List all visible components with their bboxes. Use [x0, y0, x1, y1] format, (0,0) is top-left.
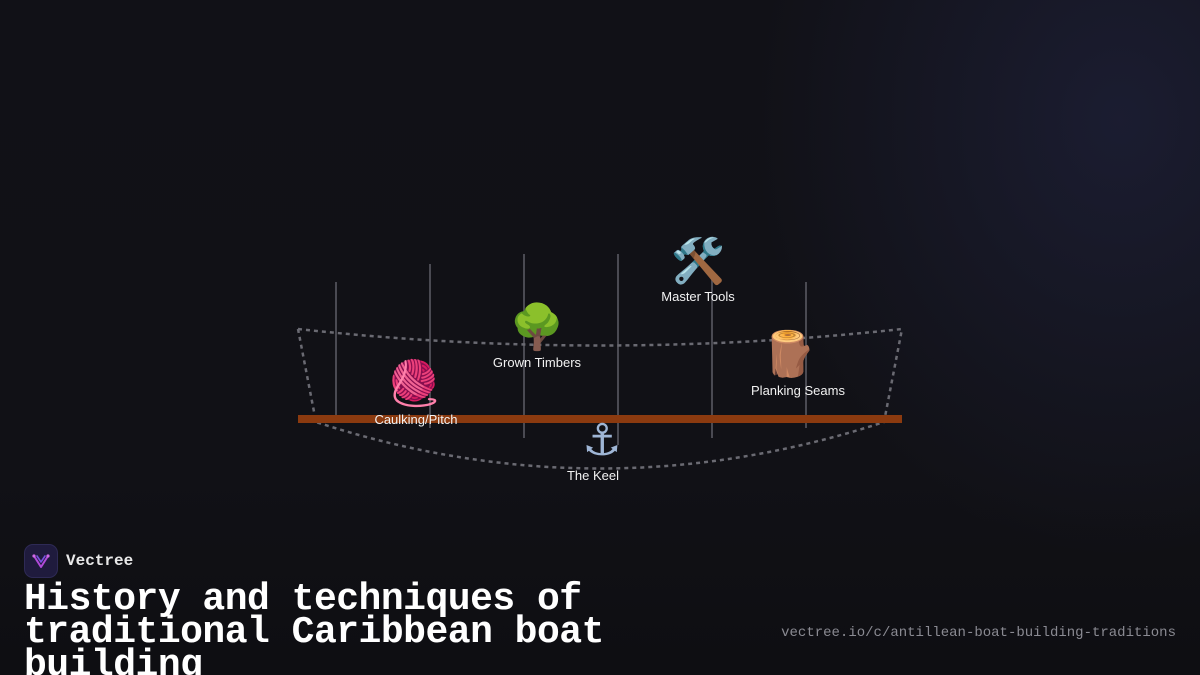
node-label: Caulking/Pitch: [374, 412, 457, 427]
hull-ribs: [335, 254, 807, 445]
tree-icon: 🌳: [510, 300, 565, 353]
node-grown-timbers: 🌳 Grown Timbers: [493, 300, 582, 370]
gunwale-line: [297, 327, 903, 347]
node-label: The Keel: [567, 468, 619, 483]
brand-name: Vectree: [66, 552, 134, 570]
anchor-icon: ⚓: [582, 415, 621, 466]
node-caulking-pitch: 🧶 Caulking/Pitch: [374, 358, 457, 427]
brand: Vectree: [24, 544, 133, 578]
hull-bottom-line: [296, 328, 904, 470]
keel-beam: [298, 415, 902, 423]
node-the-keel: ⚓ The Keel: [567, 415, 622, 483]
hull-outline: [296, 327, 904, 470]
node-master-tools: 🛠️ Master Tools: [661, 234, 735, 304]
wood-log-icon: 🪵: [762, 329, 817, 380]
node-label: Planking Seams: [751, 383, 845, 398]
node-label: Grown Timbers: [493, 355, 582, 370]
yarn-ball-icon: 🧶: [387, 358, 442, 409]
page-url[interactable]: vectree.io/c/antillean-boat-building-tra…: [781, 625, 1176, 641]
vectree-logo-icon: [24, 544, 58, 578]
hammer-and-wrench-icon: 🛠️: [671, 234, 726, 287]
node-label: Master Tools: [661, 289, 735, 304]
node-planking-seams: 🪵 Planking Seams: [751, 329, 845, 398]
page-title: History and techniques of traditional Ca…: [24, 578, 604, 675]
